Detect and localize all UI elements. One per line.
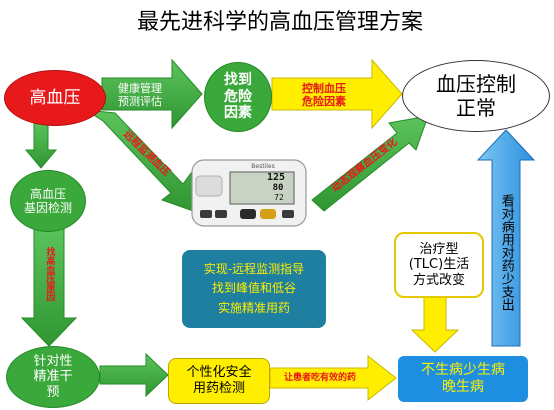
bp-monitor-device bbox=[191, 159, 307, 227]
label-health-mgmt: 健康管理 预测评估 bbox=[118, 81, 162, 108]
arrow-down-to-gene bbox=[24, 121, 58, 169]
node-bp-normal: 血压控制 正常 bbox=[402, 60, 550, 132]
node-hypertension: 高血压 bbox=[4, 70, 106, 126]
node-monitor-box: 实现-远程监测指导 找到峰值和低谷 实施精准用药 bbox=[182, 250, 326, 328]
node-drug-test: 个性化安全 用药检测 bbox=[168, 358, 270, 404]
label-effective-drug: 让患者吃有效的药 bbox=[283, 372, 356, 383]
arrow-effective-drug bbox=[269, 354, 397, 402]
device-reading-dia: 80 bbox=[272, 183, 284, 194]
label-control-risk: 控制血压 危险因素 bbox=[302, 81, 346, 108]
device-reading-sys: 125 bbox=[266, 172, 286, 183]
arrow-dynamic bbox=[311, 115, 429, 212]
node-tlc: 治疗型 (TLC)生活 方式改变 bbox=[394, 232, 484, 298]
device-reading-pulse: 72 bbox=[274, 193, 284, 203]
arrow-health-mgmt bbox=[101, 58, 203, 130]
node-gene-test: 高血压 基因检测 bbox=[10, 170, 86, 232]
device-brand: Bestiles bbox=[251, 163, 275, 171]
node-outcome: 不生病少生病 晚生病 bbox=[398, 356, 528, 402]
node-precision-intervention: 针对性 精准干 预 bbox=[6, 346, 100, 408]
arrow-find-cause bbox=[20, 227, 78, 347]
arrow-tlc-down bbox=[410, 295, 460, 353]
arrow-less-cost bbox=[476, 129, 536, 347]
label-less-cost: 看对病用对药少支出 bbox=[498, 193, 514, 311]
node-find-risk: 找到 危险 因素 bbox=[204, 62, 272, 132]
label-find-cause: 找高血压原因 bbox=[44, 247, 55, 301]
arrow-to-drug-test bbox=[99, 352, 169, 398]
arrow-control-risk bbox=[271, 58, 403, 130]
page-title: 最先进科学的高血压管理方案 bbox=[136, 9, 423, 35]
